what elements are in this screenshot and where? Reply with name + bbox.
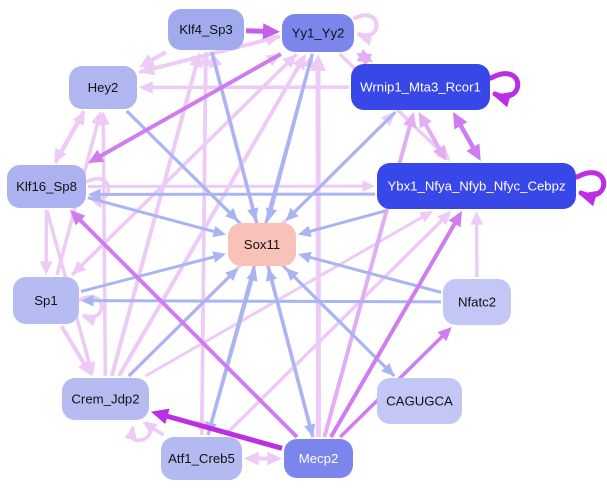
node-ybx1_nfya_nfyb_nfyc_cebpz[interactable]: Ybx1_Nfya_Nfyb_Nfyc_Cebpz xyxy=(377,163,576,209)
arrowhead xyxy=(418,112,432,129)
arrowhead xyxy=(403,112,417,129)
node-nfatc2[interactable]: Nfatc2 xyxy=(443,279,511,325)
node-sox11[interactable]: Sox11 xyxy=(228,223,296,266)
node-label-klf16_sp8: Klf16_Sp8 xyxy=(16,179,77,194)
arrowhead xyxy=(310,54,327,72)
arrowhead xyxy=(466,143,481,161)
node-wrnip1_mta3_rcor1[interactable]: Wrnip1_Mta3_Rcor1 xyxy=(351,64,490,110)
edge-hey2-klf16_sp8 xyxy=(54,110,86,163)
arrowhead xyxy=(212,251,226,263)
node-mecp2[interactable]: Mecp2 xyxy=(284,439,353,478)
arrowhead xyxy=(212,225,226,238)
arrowhead xyxy=(267,451,282,466)
edge-ybx1_nfya_nfyb_nfyc_cebpz-klf16_sp8 xyxy=(88,188,376,201)
node-cagugca[interactable]: CAGUGCA xyxy=(377,378,462,424)
arrowhead xyxy=(82,314,97,327)
node-yy1_yy2[interactable]: Yy1_Yy2 xyxy=(282,14,354,52)
edge-crem_jdp2-yy1_yy2 xyxy=(117,54,306,378)
arrowhead xyxy=(292,54,306,71)
edge-klf16_sp8-sp1 xyxy=(39,209,53,275)
edge-mecp2-ybx1_nfya_nfyb_nfyc_cebpz xyxy=(329,211,463,439)
arrowhead xyxy=(151,408,170,424)
self-loop-wrnip1_mta3_rcor1 xyxy=(488,71,521,108)
arrowhead xyxy=(88,149,105,164)
arrowhead xyxy=(124,426,137,441)
node-label-ybx1_nfya_nfyb_nfyc_cebpz: Ybx1_Nfya_Nfyb_Nfyc_Cebpz xyxy=(387,179,565,194)
node-label-sp1: Sp1 xyxy=(34,293,57,308)
arrowhead xyxy=(96,111,110,125)
arrowhead xyxy=(437,211,452,226)
edge-wrnip1_mta3_rcor1-ybx1_nfya_nfyb_nfyc_cebpz xyxy=(453,112,481,161)
node-label-yy1_yy2: Yy1_Yy2 xyxy=(292,26,345,41)
node-klf16_sp8[interactable]: Klf16_Sp8 xyxy=(7,165,86,208)
arrowhead xyxy=(432,144,447,161)
arrowhead xyxy=(453,112,468,130)
arrowhead xyxy=(265,33,280,46)
edge-nfatc2-ybx1_nfya_nfyb_nfyc_cebpz xyxy=(470,211,484,278)
node-label-sox11: Sox11 xyxy=(244,237,280,252)
node-hey2[interactable]: Hey2 xyxy=(69,66,137,109)
arrowhead xyxy=(88,188,101,201)
edge-klf4_sp3-yy1_yy2 xyxy=(245,23,280,40)
edge-sp1-sox11 xyxy=(80,251,226,293)
edge-yy1_yy2-klf16_sp8 xyxy=(88,52,282,164)
node-label-wrnip1_mta3_rcor1: Wrnip1_Mta3_Rcor1 xyxy=(360,80,481,95)
arrowhead xyxy=(81,294,94,307)
arrowhead xyxy=(54,147,67,163)
arrowhead xyxy=(493,91,512,108)
edge-crem_jdp2-sox11 xyxy=(127,268,239,378)
arrowhead xyxy=(39,261,53,275)
arrowhead xyxy=(262,23,280,40)
edge-atf1_creb5-mecp2 xyxy=(244,451,282,466)
arrowhead xyxy=(83,361,96,376)
edge-ybx1_nfya_nfyb_nfyc_cebpz-sox11 xyxy=(298,209,386,237)
arrowhead xyxy=(139,81,153,94)
edge-nfatc2-sp1 xyxy=(81,294,442,307)
edge-wrnip1_mta3_rcor1-ybx1_nfya_nfyb_nfyc_cebpz xyxy=(418,112,447,161)
arrowhead xyxy=(437,327,452,342)
arrowhead xyxy=(70,210,86,226)
node-label-klf4_sp3: Klf4_Sp3 xyxy=(179,22,233,37)
node-sp1[interactable]: Sp1 xyxy=(13,277,79,324)
arrowhead xyxy=(285,208,299,221)
self-loop-yy1_yy2 xyxy=(353,13,379,46)
arrowhead xyxy=(362,180,375,192)
arrowhead xyxy=(304,423,316,437)
node-label-cagugca: CAGUGCA xyxy=(386,394,453,409)
edge-wrnip1_mta3_rcor1-sox11 xyxy=(285,110,397,221)
arrowhead xyxy=(448,211,463,228)
arrowhead xyxy=(356,53,373,67)
arrowhead xyxy=(470,211,484,225)
node-klf4_sp3[interactable]: Klf4_Sp3 xyxy=(168,9,244,50)
node-crem_jdp2[interactable]: Crem_Jdp2 xyxy=(62,378,149,420)
arrowhead xyxy=(298,251,312,263)
node-label-crem_jdp2: Crem_Jdp2 xyxy=(71,392,139,407)
arrowhead xyxy=(244,451,259,466)
edge-mecp2-crem_jdp2 xyxy=(151,408,283,451)
edge-yy1_yy2-sp1 xyxy=(71,52,298,275)
arrowhead xyxy=(357,32,374,46)
node-atf1_creb5[interactable]: Atf1_Creb5 xyxy=(161,437,242,480)
edge-crem_jdp2-hey2 xyxy=(96,111,110,377)
arrowhead xyxy=(419,211,433,223)
self-loop-ybx1_nfya_nfyb_nfyc_cebpz xyxy=(574,170,607,207)
arrowhead xyxy=(579,190,598,207)
arrowhead xyxy=(71,260,87,275)
self-loop-crem_jdp2 xyxy=(124,421,152,442)
node-label-atf1_creb5: Atf1_Creb5 xyxy=(168,451,235,466)
edge-klf16_sp8-sox11 xyxy=(87,196,226,238)
self-loop-sp1 xyxy=(78,295,104,327)
node-label-hey2: Hey2 xyxy=(88,80,119,95)
arrowhead xyxy=(225,268,239,281)
node-label-mecp2: Mecp2 xyxy=(299,451,339,466)
node-label-nfatc2: Nfatc2 xyxy=(458,295,496,310)
arrowhead xyxy=(298,225,312,237)
edge-yy1_yy2-wrnip1_mta3_rcor1 xyxy=(356,48,374,67)
arrowhead xyxy=(381,363,395,376)
edge-mecp2-klf16_sp8 xyxy=(70,210,299,439)
edge-mecp2-yy1_yy2 xyxy=(310,54,327,438)
